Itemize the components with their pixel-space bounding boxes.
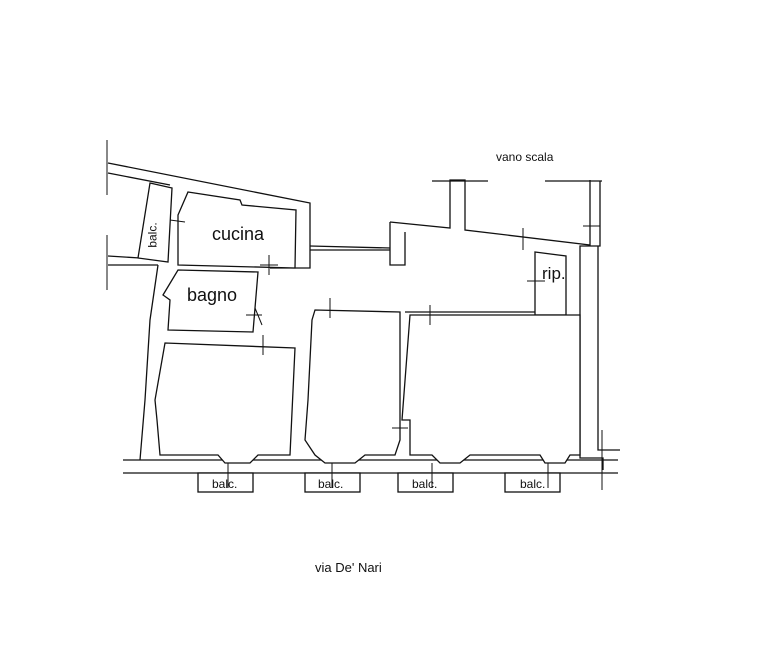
room-bathroom <box>162 269 259 333</box>
room-1 <box>154 342 296 464</box>
balcony-1 <box>197 472 254 493</box>
corridor-wall <box>309 245 391 249</box>
right-wall <box>597 246 620 451</box>
right-wall <box>579 181 604 470</box>
label-kitchen: cucina <box>212 224 265 244</box>
label-bathroom: bagno <box>187 285 238 305</box>
balcony-3 <box>397 472 454 493</box>
label-small-balcony: balc. <box>145 222 160 248</box>
wall-segment <box>107 172 171 186</box>
label-balcony-3: balc. <box>412 477 438 491</box>
door-marks <box>169 219 600 488</box>
left-outer-wall <box>139 264 159 461</box>
wall-pier <box>389 222 406 266</box>
room-small-balcony <box>137 182 173 263</box>
room-3 <box>401 314 581 464</box>
label-balcony-4: balc. <box>520 477 546 491</box>
label-storage: rip. <box>542 264 566 283</box>
outer-wall-right <box>389 179 591 246</box>
label-stairwell: vano scala <box>496 150 554 164</box>
label-balcony-2: balc. <box>318 477 344 491</box>
label-balcony-1: balc. <box>212 477 238 491</box>
label-street: via De' Nari <box>315 560 382 575</box>
wall-segment <box>107 255 141 259</box>
balcony-4 <box>504 472 561 493</box>
room-kitchen <box>177 191 297 269</box>
room-2 <box>304 309 401 464</box>
